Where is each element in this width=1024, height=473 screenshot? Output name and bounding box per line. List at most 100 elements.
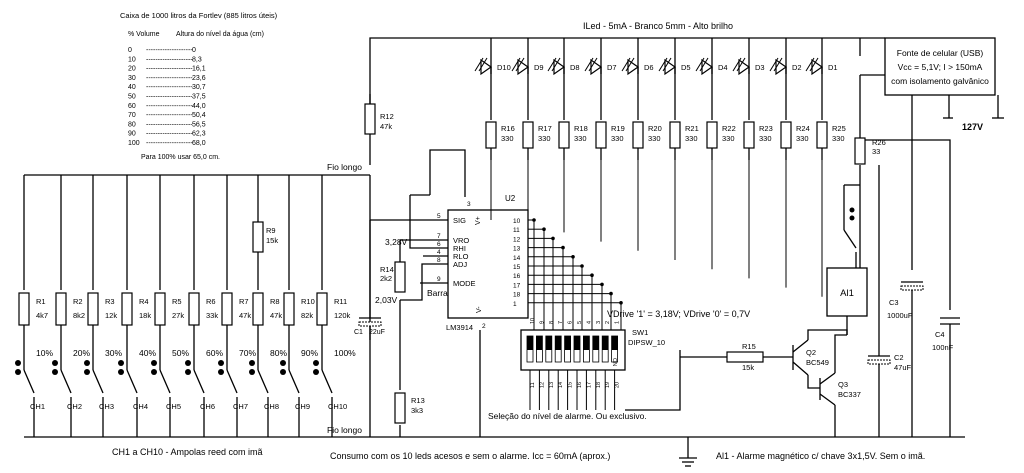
dip-top-pin: 8 <box>549 321 555 324</box>
level-table: Caixa de 1000 litros da Fortlev (885 lit… <box>120 11 278 161</box>
sensor-resistor-value: 12k <box>105 311 117 320</box>
table-row-pct: 100 <box>128 140 140 147</box>
led-diode <box>590 58 603 76</box>
sensor-resistor-name: R3 <box>105 297 115 306</box>
sensor-resistor <box>188 292 200 326</box>
sensor-percent: 30% <box>105 348 122 358</box>
barra-label: Barra <box>427 288 448 298</box>
table-row-height: 37,5 <box>192 94 206 101</box>
table-row-dots: -------------------- <box>146 121 193 128</box>
reed-magnet-dot <box>218 360 224 366</box>
sensor-resistor <box>283 292 295 326</box>
alarm-switch <box>843 184 860 268</box>
ic-vplus: V+ <box>475 216 482 225</box>
voltage-328: 3,28V <box>385 237 408 247</box>
sensor-percent: 50% <box>172 348 189 358</box>
led-name: D6 <box>644 63 654 72</box>
c1-value: 22uF <box>369 329 385 336</box>
dip-bottom-pin: 15 <box>568 382 574 388</box>
sensor-resistor <box>252 292 264 326</box>
led-diode <box>775 58 788 76</box>
table-row-height: 62,3 <box>192 131 206 138</box>
caption-alarm: Al1 - Alarme magnético c/ chave 3x1,5V. … <box>716 451 925 461</box>
table-row-pct: 70 <box>128 112 136 119</box>
r15-value: 15k <box>742 363 754 372</box>
ic-name: U2 <box>505 194 516 203</box>
r26-name: R26 <box>872 138 886 147</box>
reed-switch <box>257 369 269 394</box>
reed-switch <box>23 369 35 394</box>
led-name: D8 <box>570 63 580 72</box>
ic-output-pin: 12 <box>513 236 521 243</box>
fio-longo-top: Fio longo <box>327 162 362 172</box>
ic-pin-label: MODE <box>453 279 476 288</box>
r14-resistor: R14 2k2 <box>380 261 406 293</box>
ic-output-pin: 11 <box>513 227 520 234</box>
led-name: D5 <box>681 63 691 72</box>
table-row-height: 50,4 <box>192 112 206 119</box>
reed-magnet-dot <box>313 369 319 375</box>
sensor-resistor-value: 47k <box>239 311 251 320</box>
r26-resistor: R26 33 <box>854 137 886 165</box>
dip-key-lever <box>564 336 571 350</box>
table-row-height: 30,7 <box>192 84 206 91</box>
led-name: D4 <box>718 63 728 72</box>
caption-reed: CH1 a CH10 - Ampolas reed com imã <box>112 447 263 457</box>
c2-value: 47uF <box>894 363 912 372</box>
r14-name: R14 <box>380 265 394 274</box>
sensor-resistor-name: R2 <box>73 297 83 306</box>
reed-channel: CH7 <box>233 402 248 411</box>
sensor-percent: 60% <box>206 348 223 358</box>
dip-key-lever <box>536 336 543 350</box>
table-row-height: 44,0 <box>192 103 206 110</box>
dip-bottom-pin: 17 <box>586 382 592 388</box>
ic-pin-number: 4 <box>437 249 441 256</box>
led-resistor <box>706 121 718 149</box>
r12-name: R12 <box>380 112 394 121</box>
reed-magnet-dot <box>249 369 255 375</box>
table-title: Caixa de 1000 litros da Fortlev (885 lit… <box>120 11 278 20</box>
lm3914-ic: U2 LM3914 V+ V- 3 2 SIG5VRO7RHI6RLO4ADJ8… <box>437 194 623 332</box>
dip-key-lever <box>555 336 562 350</box>
reed-magnet-dot <box>15 369 21 375</box>
dip-key-lever <box>574 336 580 350</box>
sensor-percent: 90% <box>301 348 318 358</box>
reed-channel: CH6 <box>200 402 215 411</box>
led-title: ILed - 5mA - Branco 5mm - Alto brilho <box>583 21 733 31</box>
led-resistor-name: R21 <box>685 124 699 133</box>
table-row-dots: -------------------- <box>146 103 193 110</box>
c3-name: C3 <box>889 298 899 307</box>
sensor-resistor <box>121 292 133 326</box>
power-line2: Vcc = 5,1V; I > 150mA <box>898 62 983 72</box>
table-row-pct: 10 <box>128 56 136 63</box>
table-row-height: 8,3 <box>192 56 202 63</box>
power-supply: Fonte de celular (USB) Vcc = 5,1V; I > 1… <box>884 37 1004 132</box>
reed-magnet-dot <box>185 369 191 375</box>
table-col-height: Altura do nível da água (cm) <box>176 31 264 38</box>
power-line1: Fonte de celular (USB) <box>897 48 984 58</box>
r13-resistor: R13 3k3 <box>394 392 425 424</box>
reed-magnet-dot <box>313 360 319 366</box>
table-row-dots: -------------------- <box>146 47 193 54</box>
led-resistor-name: R17 <box>538 124 552 133</box>
voltage-203: 2,03V <box>375 295 398 305</box>
table-row-height: 23,6 <box>192 75 206 82</box>
sensor-percent: 80% <box>270 348 287 358</box>
table-row-pct: 80 <box>128 121 136 128</box>
led-resistor-value: 330 <box>685 134 698 143</box>
ic-pin-number: 8 <box>437 257 441 264</box>
ic-output-pin: 17 <box>513 282 521 289</box>
led-name: D2 <box>792 63 802 72</box>
sensor-resistor-value: 18k <box>139 311 151 320</box>
ic-part: LM3914 <box>446 323 473 332</box>
table-row-height: 68,0 <box>192 140 206 147</box>
sensor-percent: 10% <box>36 348 53 358</box>
reed-switch <box>92 369 104 394</box>
led-resistor-value: 330 <box>722 134 735 143</box>
